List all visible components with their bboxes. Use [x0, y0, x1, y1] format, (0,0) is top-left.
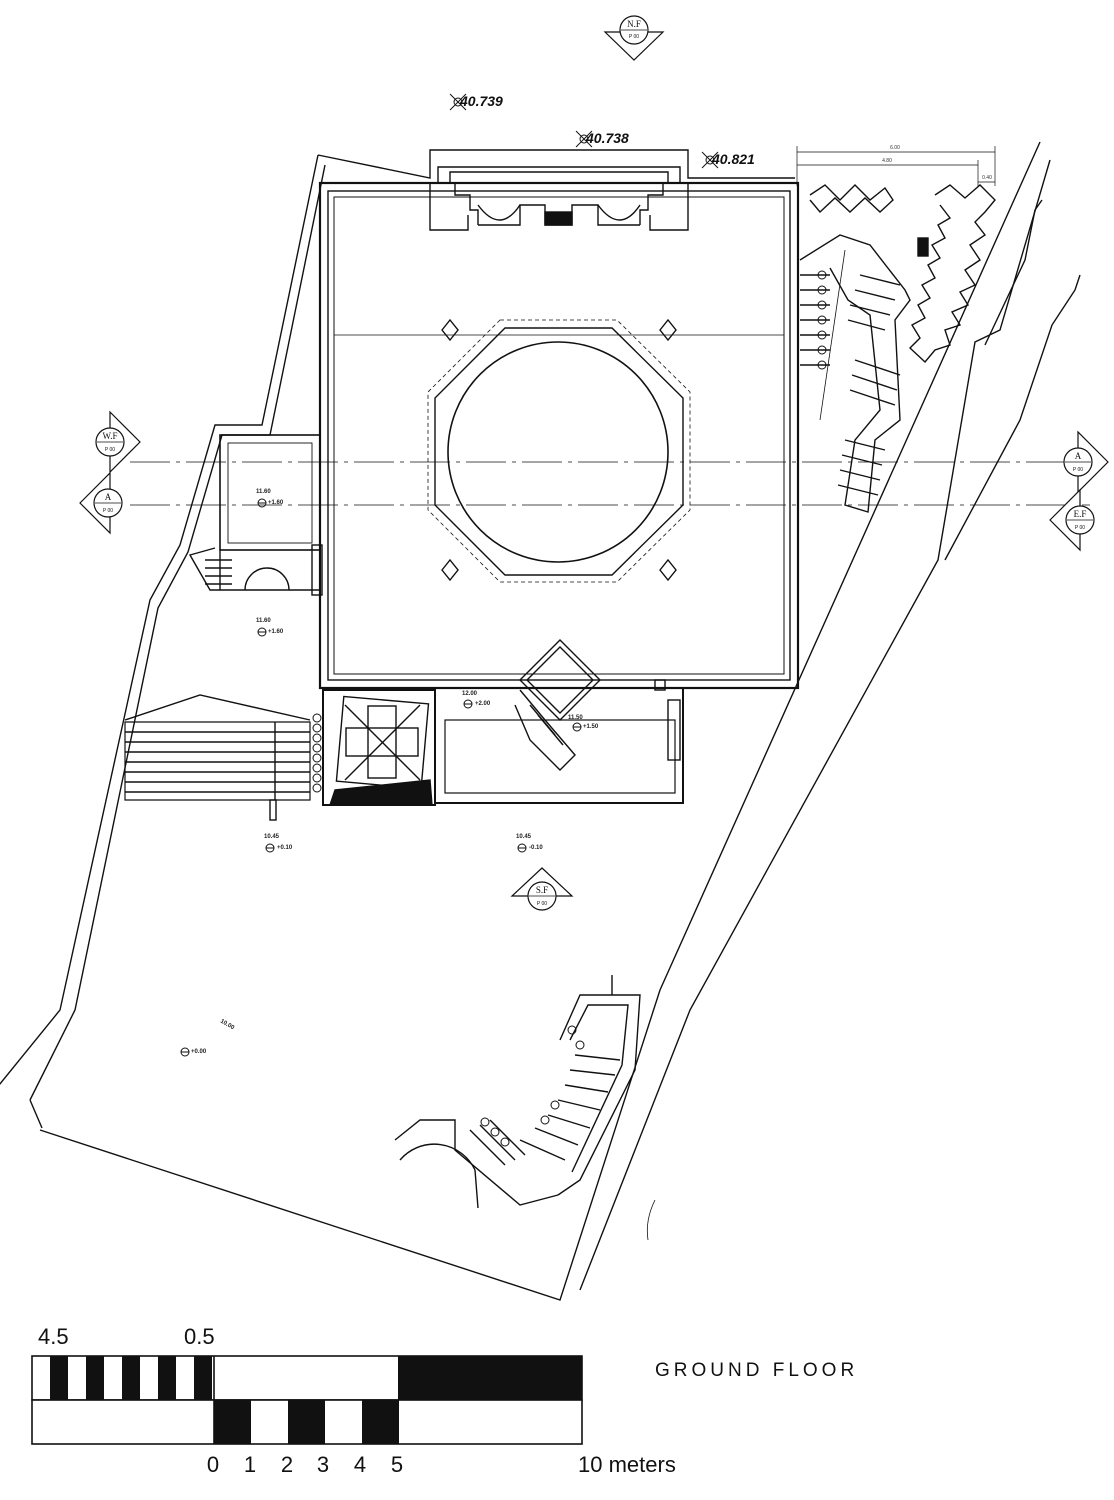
scale-label-3: 3 — [317, 1452, 329, 1477]
east-stairs — [799, 184, 996, 513]
spot-level-5-value: +0.10 — [277, 845, 293, 851]
spot-level-1-value: +1.60 — [268, 500, 284, 506]
spot-level-8-value: +0.00 — [191, 1049, 207, 1055]
spot-level-3-name: 12.00 — [462, 691, 478, 697]
spot-level-2: 11.60 +1.60 — [256, 618, 284, 637]
level-top-left: 40.739 — [449, 93, 503, 111]
spot-level-8: +0.00 — [180, 1047, 207, 1057]
marker-a-left-label: A — [105, 492, 112, 502]
spot-level-3: 12.00 +2.00 — [462, 691, 491, 709]
scale-end-label: 10 meters — [578, 1452, 676, 1477]
spot-level-1: 11.60 +1.60 — [256, 489, 284, 508]
marker-section-a-left: A P 00 — [79, 471, 123, 535]
minaret-stair — [322, 689, 436, 806]
scale-label-4: 4 — [354, 1452, 366, 1477]
drawing-title: GROUND FLOOR — [655, 1360, 858, 1381]
spot-level-2-value: +1.60 — [268, 629, 284, 635]
scale-label-1: 1 — [244, 1452, 256, 1477]
west-entrance — [188, 434, 323, 596]
level-top-center-text: 40.738 — [585, 130, 629, 146]
south-stairs — [394, 975, 641, 1209]
central-dome — [427, 318, 691, 583]
marker-a-right-sheet: P 00 — [1073, 467, 1083, 473]
spot-level-5: 10.45 +0.10 — [264, 834, 293, 853]
level-top-center: 40.738 — [575, 130, 629, 148]
level-top-right: 40.821 — [701, 151, 755, 169]
marker-north: N.F P 00 — [603, 15, 665, 61]
marker-section-a-right: A P 00 — [1063, 430, 1109, 494]
south-annex — [434, 639, 684, 804]
spot-level-2-name: 11.60 — [256, 618, 271, 624]
marker-south-label: S.F — [536, 885, 548, 895]
marker-south: S.F P 00 — [510, 867, 574, 911]
marker-a-right-label: A — [1075, 451, 1082, 461]
marker-south-sheet: P 00 — [537, 901, 547, 907]
spot-level-7-name: 10.00 — [219, 1019, 236, 1032]
mihrab — [429, 166, 689, 231]
main-hall — [318, 181, 800, 690]
spot-level-4: 11.50 +1.50 — [568, 715, 599, 732]
spot-level-6: 10.45 -0.10 — [516, 834, 543, 853]
spot-level-5-name: 10.45 — [264, 834, 280, 840]
marker-east-sheet: P 00 — [1075, 525, 1085, 531]
marker-a-left-sheet: P 00 — [103, 508, 113, 514]
marker-west: W.F P 00 — [95, 410, 141, 474]
spot-level-6-name: 10.45 — [516, 834, 532, 840]
marker-east: E.F P 00 — [1049, 488, 1095, 552]
level-top-right-text: 40.821 — [711, 151, 755, 167]
spot-level-7: 10.00 — [219, 1019, 236, 1032]
dimension-lines — [796, 146, 996, 186]
spot-level-6-value: -0.10 — [529, 845, 543, 851]
column-markers — [312, 270, 827, 1147]
marker-west-sheet: P 00 — [105, 447, 115, 453]
marker-north-label: N.F — [627, 19, 641, 29]
dimension-3: 0.40 — [982, 175, 992, 181]
spot-level-4-name: 11.50 — [568, 715, 583, 721]
scale-label-5: 5 — [391, 1452, 403, 1477]
scale-bar — [31, 1355, 583, 1445]
scale-top-label-2: 0.5 — [184, 1324, 215, 1349]
west-stairs — [124, 694, 311, 821]
spot-level-3-value: +2.00 — [475, 701, 491, 707]
dimension-2: 4.80 — [882, 158, 892, 164]
spot-level-4-value: +1.50 — [583, 724, 599, 730]
marker-north-sheet: P 00 — [629, 34, 639, 40]
level-top-left-text: 40.739 — [459, 93, 503, 109]
scale-top-label-1: 4.5 — [38, 1324, 69, 1349]
site-boundary — [0, 141, 1081, 1301]
dimension-1: 6.00 — [890, 145, 900, 151]
marker-east-label: E.F — [1074, 509, 1087, 519]
scale-label-2: 2 — [281, 1452, 293, 1477]
marker-west-label: W.F — [103, 431, 118, 441]
scale-label-0: 0 — [207, 1452, 219, 1477]
spot-level-1-name: 11.60 — [256, 489, 271, 495]
